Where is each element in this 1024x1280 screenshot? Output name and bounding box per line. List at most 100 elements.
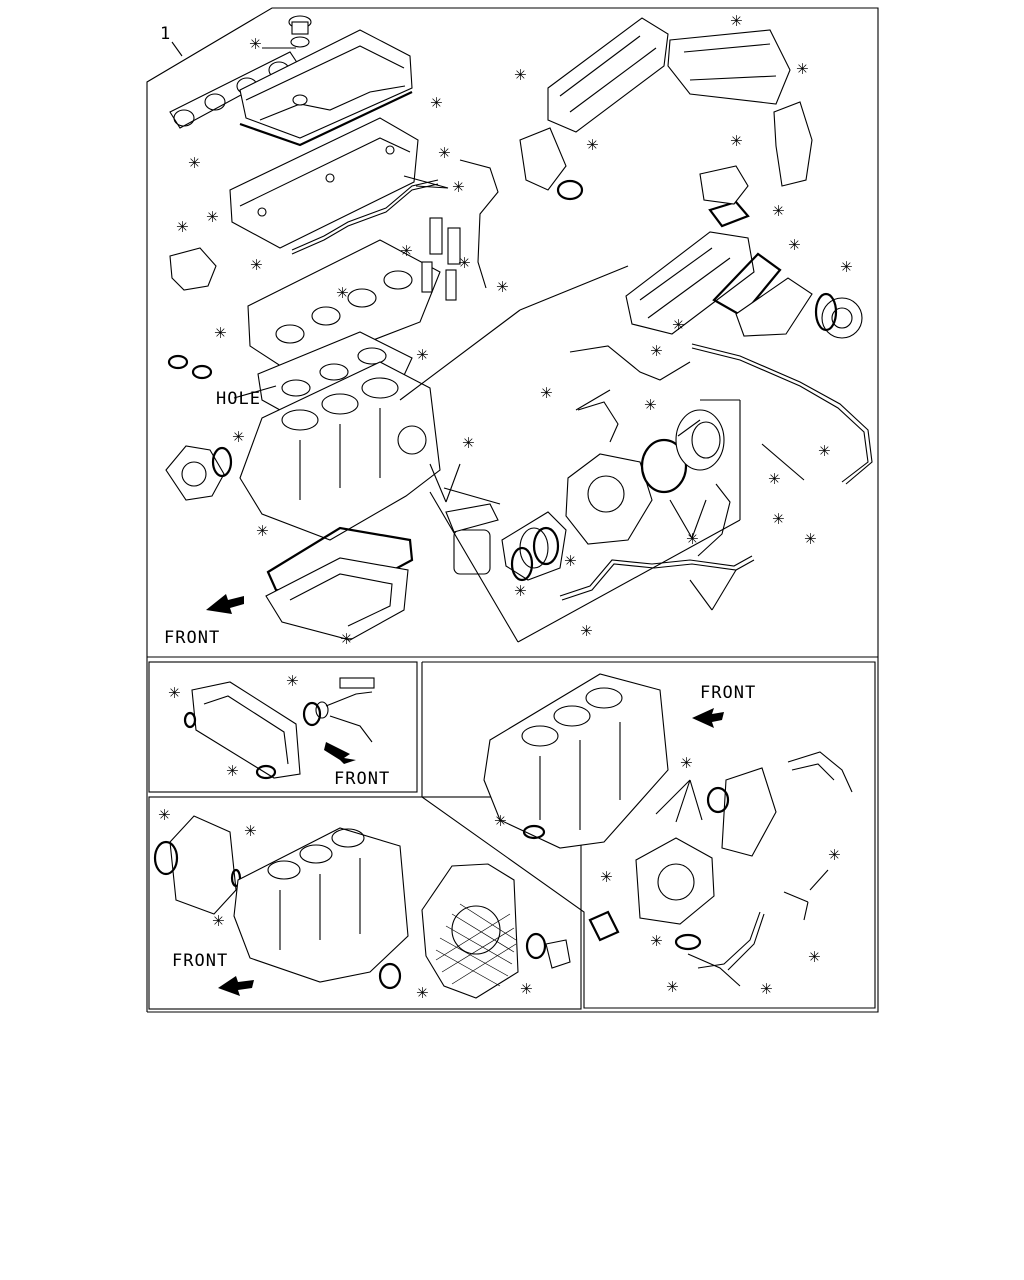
kit-item-marker: ✳	[840, 258, 853, 276]
outer-frame	[146, 7, 879, 1013]
turbo-coolant-line	[691, 343, 873, 485]
egr-cooler-upper-2	[667, 29, 791, 105]
kit-item-marker: ✳	[176, 218, 189, 236]
kit-item-marker: ✳	[772, 202, 785, 220]
inset-c-timing-cover	[153, 815, 242, 915]
inset-c-flywheel-housing	[421, 863, 519, 999]
kit-item-marker: ✳	[249, 35, 262, 53]
kit-item-marker: ✳	[650, 342, 663, 360]
kit-item-markers: ✳ ✳ ✳ ✳ ✳ ✳ ✳ ✳ ✳ ✳ ✳ ✳ ✳ ✳ ✳ ✳ ✳ ✳ ✳ ✳ …	[176, 12, 853, 648]
kit-item-marker: ✳	[340, 630, 353, 648]
kit-item-marker: ✳	[214, 324, 227, 342]
front-label-inset-b: FRONT	[700, 683, 756, 703]
inset-c-engine-block	[233, 827, 409, 990]
front-label-inset-a: FRONT	[334, 769, 390, 789]
kit-item-marker: ✳	[416, 984, 429, 1002]
kit-item-marker: ✳	[520, 980, 533, 998]
kit-item-marker: ✳	[430, 94, 443, 112]
hole-label: HOLE	[216, 389, 261, 409]
egr-flange-gasket	[556, 179, 750, 228]
kit-item-marker: ✳	[336, 284, 349, 302]
injectors	[421, 217, 461, 301]
engine-block	[239, 361, 441, 541]
kit-item-marker: ✳	[808, 948, 821, 966]
oil-pan	[265, 557, 409, 641]
kit-item-marker: ✳	[772, 510, 785, 528]
kit-item-marker: ✳	[680, 754, 693, 772]
inset-b-leaders	[655, 779, 829, 921]
head-cover-gasket	[239, 91, 413, 147]
kit-item-marker: ✳	[286, 672, 299, 690]
fuel-rail-pipe	[291, 159, 499, 289]
egr-valve	[699, 165, 749, 205]
kit-item-marker: ✳	[666, 978, 679, 996]
kit-item-marker: ✳	[416, 346, 429, 364]
inset-b-front-arrow	[692, 708, 724, 728]
kit-item-marker: ✳	[494, 812, 507, 830]
kit-item-marker: ✳	[256, 522, 269, 540]
kit-item-marker: ✳	[206, 208, 219, 226]
kit-item-marker: ✳	[586, 136, 599, 154]
kit-item-marker: ✳	[768, 470, 781, 488]
kit-item-marker: ✳	[580, 622, 593, 640]
kit-item-marker: ✳	[232, 428, 245, 446]
inset-b-gaskets	[522, 786, 730, 951]
kit-item-marker: ✳	[188, 154, 201, 172]
kit-item-marker: ✳	[730, 132, 743, 150]
turbocharger	[501, 453, 653, 581]
inset-b-engine-block	[483, 673, 669, 849]
kit-item-marker: ✳	[730, 12, 743, 30]
front-arrow-main	[206, 594, 244, 614]
inset-a-front-arrow	[324, 742, 356, 764]
inset-c-rear-seal	[525, 932, 571, 969]
inset-panel-a	[148, 661, 418, 793]
kit-item-marker: ✳	[564, 552, 577, 570]
head-gasket	[247, 239, 441, 373]
callout-leader	[171, 41, 183, 57]
oil-pan-gasket	[266, 526, 414, 602]
intake-manifold-gasket-loop	[712, 252, 782, 318]
kit-item-marker: ✳	[438, 144, 451, 162]
kit-item-marker: ✳	[514, 582, 527, 600]
kit-item-marker: ✳	[760, 980, 773, 998]
kit-item-marker: ✳	[600, 868, 613, 886]
cylinder-head-cover	[239, 29, 413, 139]
kit-item-marker: ✳	[400, 242, 413, 260]
oil-return-pipe	[569, 345, 691, 443]
water-pump	[165, 445, 233, 501]
kit-item-marker: ✳	[650, 932, 663, 950]
kit-item-marker: ✳	[672, 316, 685, 334]
front-label-inset-c: FRONT	[172, 951, 228, 971]
kit-item-marker: ✳	[452, 178, 465, 196]
kit-item-marker: ✳	[804, 530, 817, 548]
egr-pipe-elbow	[773, 101, 813, 187]
oil-filter	[445, 503, 499, 575]
kit-item-marker: ✳	[540, 384, 553, 402]
kit-item-marker: ✳	[514, 66, 527, 84]
kit-item-marker: ✳	[158, 806, 171, 824]
kit-item-marker: ✳	[818, 442, 831, 460]
inset-a-front-cover	[183, 681, 301, 780]
inset-panel-b	[421, 661, 876, 1009]
callout-number: 1	[160, 24, 171, 44]
inset-b-pipes	[687, 751, 853, 987]
egr-cooler-upper	[547, 17, 669, 133]
kit-item-marker: ✳	[496, 278, 509, 296]
kit-item-marker: ✳	[168, 684, 181, 702]
kit-item-marker: ✳	[212, 912, 225, 930]
inset-c-front-arrow	[218, 976, 254, 996]
oil-filler-cap	[288, 15, 312, 48]
inset-panel-c	[148, 796, 582, 1010]
kit-item-marker: ✳	[458, 254, 471, 272]
inset-b-turbo	[635, 767, 777, 925]
kit-item-marker: ✳	[462, 434, 475, 452]
kit-item-marker: ✳	[250, 256, 263, 274]
thermostat-housing	[167, 247, 217, 380]
kit-item-marker: ✳	[244, 822, 257, 840]
kit-item-marker: ✳	[644, 396, 657, 414]
kit-item-marker: ✳	[828, 846, 841, 864]
intake-manifold	[625, 231, 755, 335]
cylinder-head	[229, 117, 419, 249]
egr-valve-body	[519, 127, 567, 191]
